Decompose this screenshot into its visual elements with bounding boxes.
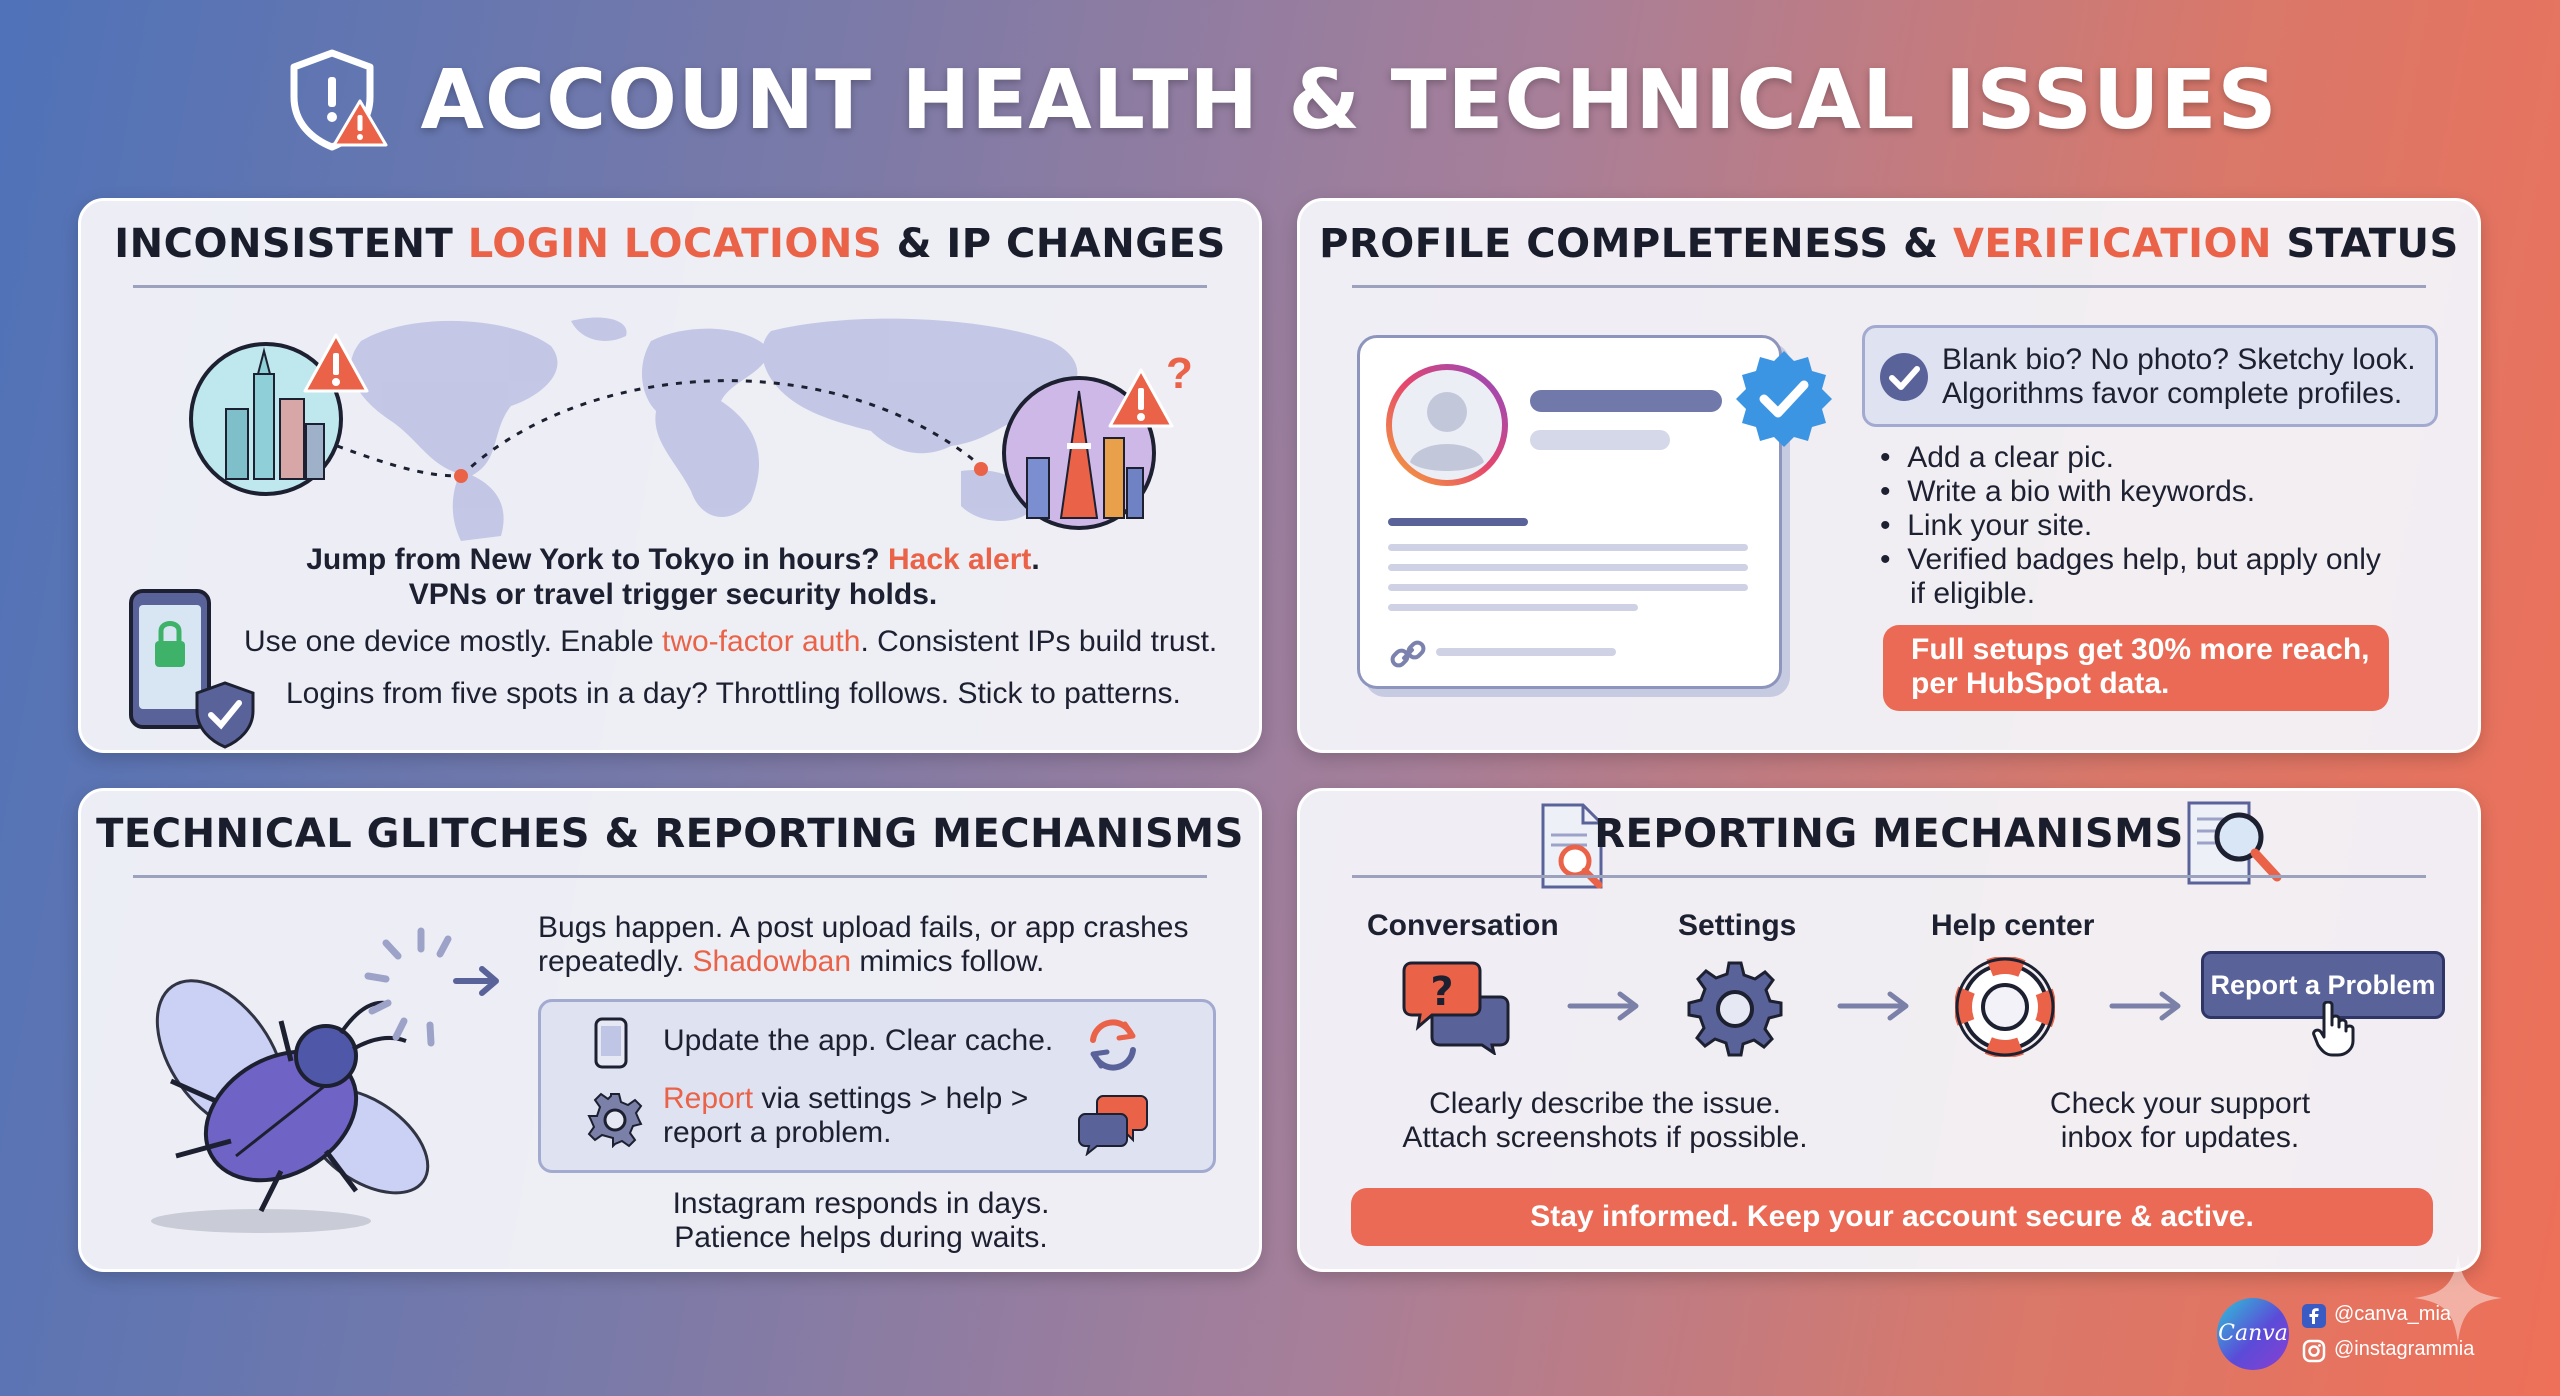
- step-label-settings: Settings: [1678, 909, 1797, 942]
- warning-icon: [303, 333, 369, 393]
- page-header: ACCOUNT HEALTH & TECHNICAL ISSUES: [0, 40, 2560, 160]
- phone-lock-icon: [129, 589, 255, 749]
- divider: [1352, 285, 2426, 288]
- document-search-icon: [1541, 803, 1603, 889]
- panel-title: REPORTING MECHANISMS: [1594, 811, 2184, 857]
- divider: [133, 285, 1207, 288]
- list-item-continuation: if eligible.: [1910, 577, 2036, 610]
- step-label-conversation: Conversation: [1367, 909, 1559, 942]
- glitch-steps-box: Update the app. Clear cache. Report via …: [538, 999, 1216, 1173]
- bugs-intro-line: Bugs happen. A post upload fails, or app…: [538, 911, 1189, 944]
- facebook-handle[interactable]: @canva_mia: [2334, 1303, 2452, 1325]
- svg-text:?: ?: [1430, 969, 1453, 1015]
- panel-title: TECHNICAL GLITCHES & REPORTING MECHANISM…: [96, 811, 1244, 857]
- step-label-help-center: Help center: [1931, 909, 2095, 942]
- profile-completeness-panel: PROFILE COMPLETENESS & VERIFICATION STAT…: [1297, 198, 2481, 753]
- highlight-line: per HubSpot data.: [1911, 667, 2170, 700]
- check-inbox-text: inbox for updates.: [2060, 1121, 2300, 1154]
- question-mark-icon: ?: [1166, 349, 1193, 398]
- check-inbox-text: Check your support: [2049, 1087, 2311, 1120]
- profile-callout: Blank bio? No photo? Sketchy look. Algor…: [1862, 325, 2438, 427]
- stay-informed-banner: Stay informed. Keep your account secure …: [1351, 1188, 2433, 1246]
- loading-icon: [364, 927, 499, 1047]
- callout-line: Algorithms favor complete profiles.: [1942, 377, 2403, 410]
- callout-line: Blank bio? No photo? Sketchy look.: [1942, 343, 2416, 376]
- profile-tips-list: • Add a clear pic. • Write a bio with ke…: [1880, 441, 2460, 611]
- list-item: • Write a bio with keywords.: [1880, 475, 2256, 508]
- phone-icon: [594, 1017, 628, 1069]
- response-time-text: Instagram responds in days.: [672, 1187, 1050, 1220]
- panel-title: INCONSISTENT LOGIN LOCATIONS & IP CHANGE…: [114, 221, 1226, 267]
- instagram-handle[interactable]: @instagrammia: [2334, 1338, 2475, 1360]
- chat-icon: [1078, 1095, 1148, 1156]
- divider: [1352, 875, 2426, 878]
- question-chat-icon: ?: [1402, 961, 1510, 1055]
- document-search-icon: [2187, 801, 2282, 885]
- bugs-intro-line: repeatedly. Shadowban mimics follow.: [538, 945, 1045, 978]
- refresh-icon: [1090, 1019, 1136, 1071]
- panel-title: PROFILE COMPLETENESS & VERIFICATION STAT…: [1319, 221, 2459, 267]
- nyc-tokyo-text: Jump from New York to Tokyo in hours? Ha…: [306, 543, 1040, 576]
- list-item: • Add a clear pic.: [1880, 441, 2114, 474]
- profile-card-mockup: [1357, 335, 1782, 689]
- warning-icon: [1108, 368, 1174, 428]
- reporting-mechanisms-panel: REPORTING MECHANISMS Conversation Settin…: [1297, 788, 2481, 1272]
- checkmark-icon: [1880, 353, 1928, 401]
- facebook-icon: [2302, 1304, 2326, 1328]
- bug-icon: [151, 979, 430, 1233]
- list-item: • Verified badges help, but apply only: [1880, 543, 2381, 576]
- highlight-line: Full setups get 30% more reach,: [1911, 633, 2370, 666]
- throttling-text: Logins from five spots in a day? Throttl…: [286, 677, 1181, 710]
- avatar-icon: [1386, 364, 1508, 486]
- canva-logo: Canva: [2217, 1298, 2289, 1370]
- arrow-right-icon: [1837, 991, 1909, 1021]
- gear-icon: [1687, 961, 1783, 1057]
- cursor-hand-icon: [2312, 1001, 2355, 1057]
- two-factor-text: Use one device mostly. Enable two-factor…: [244, 625, 1218, 658]
- technical-glitches-panel: TECHNICAL GLITCHES & REPORTING MECHANISM…: [78, 788, 1262, 1272]
- attach-screenshots-text: Attach screenshots if possible.: [1402, 1121, 1808, 1154]
- world-map-illustration: [310, 317, 1078, 541]
- arrow-right-icon: [1567, 991, 1639, 1021]
- verified-badge-icon: [1736, 351, 1832, 447]
- page-title: ACCOUNT HEALTH & TECHNICAL ISSUES: [420, 52, 2278, 148]
- shield-warning-icon: [290, 49, 388, 151]
- gear-icon: [587, 1092, 643, 1148]
- patience-text: Patience helps during waits.: [674, 1221, 1048, 1254]
- report-a-problem-text: report a problem.: [663, 1116, 892, 1149]
- report-via-settings-text: Report via settings > help >: [663, 1082, 1029, 1115]
- vpn-text: VPNs or travel trigger security holds.: [408, 578, 938, 611]
- sparkle-icon: [2414, 1254, 2502, 1342]
- update-app-text: Update the app. Clear cache.: [663, 1024, 1054, 1057]
- new-york-city-icon: [189, 342, 343, 496]
- link-icon: [1390, 640, 1426, 668]
- divider: [133, 875, 1207, 878]
- hubspot-highlight: Full setups get 30% more reach, per HubS…: [1883, 625, 2389, 711]
- login-locations-panel: INCONSISTENT LOGIN LOCATIONS & IP CHANGE…: [78, 198, 1262, 753]
- lifebuoy-icon: [1955, 957, 2055, 1057]
- list-item: • Link your site.: [1880, 509, 2093, 542]
- instagram-icon: [2302, 1339, 2326, 1363]
- arrow-right-icon: [2109, 991, 2181, 1021]
- describe-issue-text: Clearly describe the issue.: [1429, 1087, 1781, 1120]
